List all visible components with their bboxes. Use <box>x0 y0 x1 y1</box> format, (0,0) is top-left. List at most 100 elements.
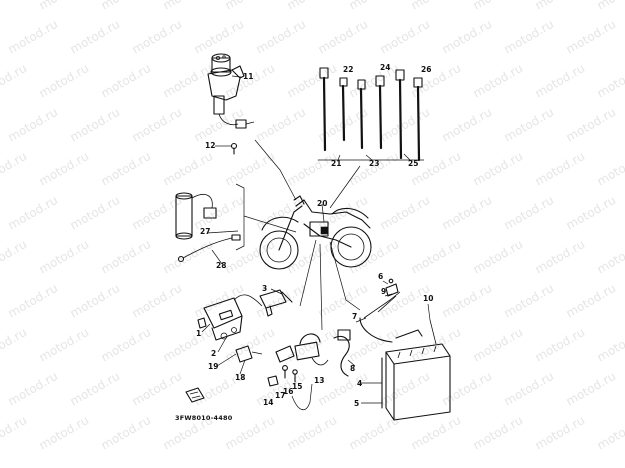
watermark-text: motod.ru <box>37 61 92 101</box>
watermark-text: motod.ru <box>409 413 464 453</box>
watermark-text: motod.ru <box>285 325 340 365</box>
watermark-text: motod.ru <box>68 105 123 145</box>
callout-24: 24 <box>380 63 390 72</box>
callout-3: 3 <box>262 284 267 293</box>
callout-15: 15 <box>292 382 302 391</box>
watermark-text: motod.ru <box>161 237 216 277</box>
watermark-text: motod.ru <box>564 17 619 57</box>
motorcycle-outline <box>259 195 372 270</box>
watermark-text: motod.ru <box>130 281 185 321</box>
watermark-text: motod.ru <box>564 369 619 409</box>
watermark-text: motod.ru <box>161 0 216 13</box>
callout-28: 28 <box>216 261 226 270</box>
watermark-text: motod.ru <box>68 17 123 57</box>
watermark-text: motod.ru <box>192 281 247 321</box>
watermark-text: motod.ru <box>99 237 154 277</box>
watermark-text: motod.ru <box>68 281 123 321</box>
watermark-text: motod.ru <box>502 17 557 57</box>
watermark-text: motod.ru <box>0 61 29 101</box>
callout-19: 19 <box>208 362 218 371</box>
watermark-text: motod.ru <box>347 61 402 101</box>
watermark-text: motod.ru <box>192 17 247 57</box>
callout-26: 26 <box>421 65 431 74</box>
watermark-text: motod.ru <box>130 369 185 409</box>
watermark-text: motod.ru <box>347 325 402 365</box>
callout-9: 9 <box>381 287 386 296</box>
watermark-text: motod.ru <box>254 17 309 57</box>
watermark-text: motod.ru <box>378 105 433 145</box>
callout-4: 4 <box>357 379 362 388</box>
watermark-text: motod.ru <box>564 281 619 321</box>
watermark-text: motod.ru <box>0 0 29 13</box>
watermark-text: motod.ru <box>440 281 495 321</box>
callout-18: 18 <box>235 373 245 382</box>
callout-labels: 11 12 22 24 26 21 23 25 20 27 28 3 1 2 1… <box>196 63 433 408</box>
watermark-text: motod.ru <box>471 237 526 277</box>
screw <box>230 142 238 155</box>
watermark-text: motod.ru <box>37 413 92 453</box>
watermark-text: motod.ru <box>37 0 92 13</box>
watermark-text: motod.ru <box>161 61 216 101</box>
watermark-text: motod.ru <box>37 325 92 365</box>
watermark-text: motod.ru <box>533 149 588 189</box>
watermark-text: motod.ru <box>440 369 495 409</box>
battery <box>381 319 451 421</box>
watermark-text: motod.ru <box>533 0 588 13</box>
callout-25: 25 <box>408 159 418 168</box>
callout-2: 2 <box>211 349 216 358</box>
callout-20: 20 <box>317 199 327 208</box>
callout-leaders <box>201 75 431 404</box>
watermark-text: motod.ru <box>285 413 340 453</box>
fuse-holder <box>294 333 329 366</box>
drawing-code: 3FW8010-4480 <box>175 414 233 422</box>
watermark-text: motod.ru <box>502 369 557 409</box>
terminal-clip <box>235 345 263 363</box>
watermark-text: motod.ru <box>0 325 29 365</box>
sensor-with-lead <box>175 192 217 240</box>
ignition-switch <box>207 53 255 129</box>
watermark-text: motod.ru <box>192 105 247 145</box>
watermark-text: motod.ru <box>0 149 29 189</box>
watermark-text: motod.ru <box>347 0 402 13</box>
watermark-text: motod.ru <box>409 61 464 101</box>
watermark-text: motod.ru <box>564 105 619 145</box>
watermark-text: motod.ru <box>6 281 61 321</box>
watermark-text: motod.ru <box>161 325 216 365</box>
watermark-text: motod.ru <box>471 61 526 101</box>
callout-23: 23 <box>369 159 379 168</box>
watermark-text: motod.ru <box>0 413 29 453</box>
watermark-text: motod.ru <box>316 17 371 57</box>
watermark-text: motod.ru <box>37 149 92 189</box>
callout-8: 8 <box>350 364 355 373</box>
watermark-text: motod.ru <box>502 281 557 321</box>
watermark-text: motod.ru <box>6 369 61 409</box>
watermark-text: motod.ru <box>285 61 340 101</box>
watermark-text: motod.ru <box>316 281 371 321</box>
watermark-text: motod.ru <box>0 237 29 277</box>
callout-10: 10 <box>423 294 433 303</box>
callout-16: 16 <box>283 387 293 396</box>
watermark-text: motod.ru <box>254 193 309 233</box>
callout-12: 12 <box>205 141 215 150</box>
wire-bands <box>318 67 424 162</box>
watermark-text: motod.ru <box>223 149 278 189</box>
watermark-text: motod.ru <box>285 149 340 189</box>
mounting-bracket <box>185 387 205 403</box>
watermark-text: motod.ru <box>99 0 154 13</box>
watermark-text: motod.ru <box>440 193 495 233</box>
watermark-text: motod.ru <box>533 325 588 365</box>
spark-plug-cap <box>259 289 293 317</box>
callout-21: 21 <box>331 159 341 168</box>
watermark-text: motod.ru <box>68 193 123 233</box>
callout-27: 27 <box>200 227 210 236</box>
watermark-text: motod.ru <box>99 149 154 189</box>
watermark-text: motod.ru <box>37 237 92 277</box>
watermark-text: motod.ru <box>347 237 402 277</box>
callout-7: 7 <box>352 312 357 321</box>
watermark-text: motod.ru <box>440 105 495 145</box>
connector-pair <box>267 345 298 387</box>
watermark-text: motod.ru <box>99 61 154 101</box>
watermark-text: motod.ru <box>533 61 588 101</box>
